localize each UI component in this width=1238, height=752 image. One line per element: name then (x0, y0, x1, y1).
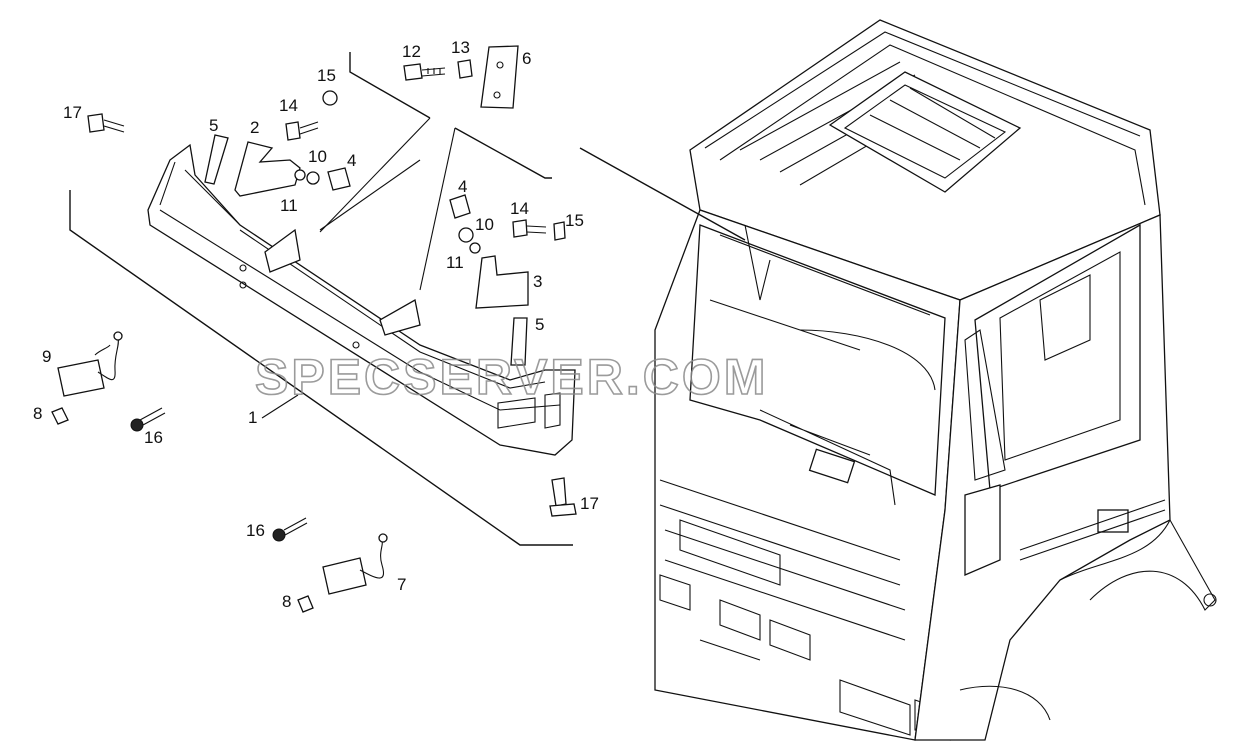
bolt-12 (403, 63, 446, 81)
lamp-7 (322, 533, 388, 595)
washer-11-right (469, 242, 481, 254)
nut-10-left (306, 171, 320, 185)
callout-16-right: 16 (246, 521, 265, 540)
callout-8-left: 8 (33, 404, 42, 423)
callout-17-left: 17 (63, 103, 82, 122)
bracket-2 (234, 141, 301, 197)
plate-6 (480, 45, 519, 109)
callout-3: 3 (533, 272, 542, 291)
callout-4-left: 4 (347, 151, 356, 170)
callout-14-right: 14 (510, 199, 529, 218)
callout-13: 13 (451, 38, 470, 57)
callout-15-right: 15 (565, 211, 584, 230)
callout-5-left: 5 (209, 116, 218, 135)
bracket-5-left (204, 134, 229, 185)
callouts: 1 2 3 4 4 5 5 6 7 8 8 9 10 10 11 11 12 1… (33, 38, 599, 611)
bracket-3 (475, 255, 529, 309)
screw-17-right (549, 477, 577, 517)
callout-10-left: 10 (308, 147, 327, 166)
callout-16-left: 16 (144, 428, 163, 447)
bracket-5-right (510, 317, 528, 366)
callout-5-right: 5 (535, 315, 544, 334)
callout-17-right: 17 (580, 494, 599, 513)
truck-cab (654, 19, 1217, 741)
callout-4-right: 4 (458, 177, 467, 196)
screw-17-left (87, 113, 125, 133)
callout-10-right: 10 (475, 215, 494, 234)
callout-7: 7 (397, 575, 406, 594)
callout-14-left: 14 (279, 96, 298, 115)
bulb-8-left (51, 407, 69, 425)
nut-10-right (458, 227, 474, 243)
front-bumper (147, 143, 576, 456)
bolt-14-top (285, 121, 319, 141)
callout-12: 12 (402, 42, 421, 61)
lamp-9 (57, 331, 123, 397)
screw-16-left (130, 407, 166, 432)
bushing-4-right (449, 194, 471, 219)
callout-11-left: 11 (280, 196, 298, 215)
washer-11-left (294, 169, 306, 181)
bolt-14-right (512, 219, 547, 238)
callout-8-right: 8 (282, 592, 291, 611)
callout-9: 9 (42, 347, 51, 366)
bulb-8-right (297, 595, 314, 613)
callout-6: 6 (522, 49, 531, 68)
clip-15-right (553, 221, 566, 241)
callout-1: 1 (248, 408, 257, 427)
assembly-lines (69, 52, 746, 546)
callout-2: 2 (250, 118, 259, 137)
bushing-4-left (327, 167, 351, 191)
callout-11-right: 11 (446, 253, 464, 272)
clip-15-top (322, 90, 338, 106)
clip-13 (457, 59, 473, 79)
callout-15-left: 15 (317, 66, 336, 85)
screw-16-right (272, 517, 308, 542)
watermark-text: SPECSERVER.COM (255, 349, 768, 405)
